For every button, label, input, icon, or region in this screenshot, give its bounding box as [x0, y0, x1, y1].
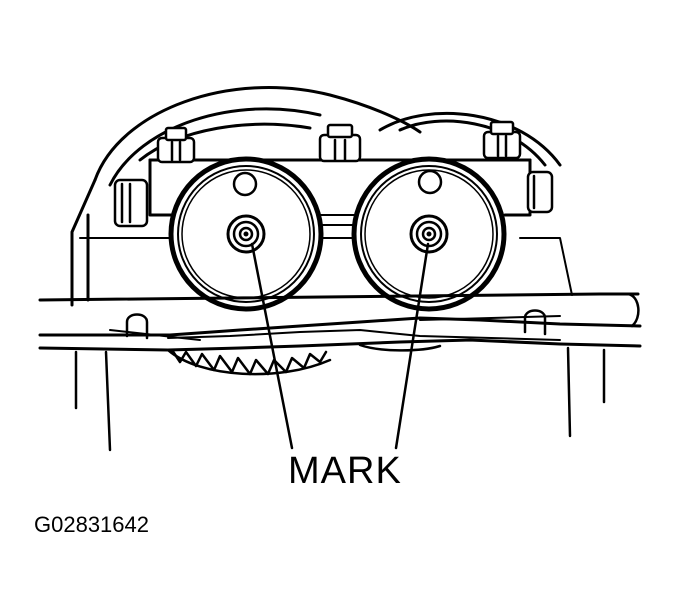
bolt-center: [318, 123, 362, 163]
crank-sprocket: [166, 343, 442, 376]
right-cam-pulley: [351, 156, 507, 312]
left-cam-pulley: [168, 156, 324, 312]
bolt-side-right: [526, 170, 554, 214]
bolt-left: [156, 126, 196, 164]
housing-bolts: [113, 120, 554, 228]
mark-leaders: [250, 242, 430, 450]
figure-id-label: G02831642: [34, 512, 149, 537]
mark-callout-label: MARK: [288, 450, 402, 492]
block-lines: [74, 346, 606, 452]
mark-leader-right: [394, 242, 430, 450]
head-rails: [38, 292, 642, 352]
bolt-side-left: [113, 178, 149, 228]
dowel-slots: [125, 309, 547, 340]
timing-cover: [70, 86, 573, 307]
bolt-right: [482, 120, 522, 160]
mark-leader-left: [250, 242, 294, 450]
